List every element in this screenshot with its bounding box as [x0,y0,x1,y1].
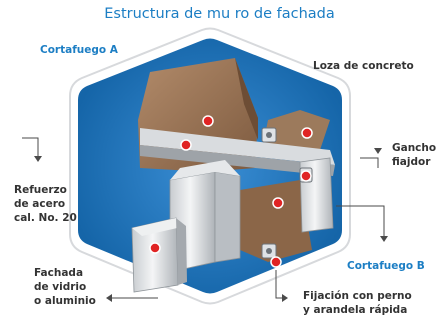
label-refuerzo: Refuerzo de acero cal. No. 20 [14,183,77,225]
label-gancho: Gancho fiajdor [392,141,436,169]
label-fijacion: Fijación con perno y arandela rápida [303,289,412,317]
label-fijacion-line1: Fijación con perno [303,290,412,302]
label-fachada-line3: o aluminio [34,295,96,307]
marker-refuerzo [180,139,192,151]
marker-cortafuego-b [272,197,284,209]
label-gancho-line1: Gancho [392,142,437,154]
label-gancho-line2: fiajdor [392,156,431,168]
leader-lines [22,137,388,302]
label-loza-concreto: Loza de concreto [313,60,414,72]
marker-gancho [300,170,312,182]
marker-fachada [149,242,161,254]
marker-cortafuego-a [202,115,214,127]
marker-loza-concreto [301,127,313,139]
steel-reinforcement-beam [140,128,335,176]
label-cortafuego-b: Cortafuego B [347,260,425,272]
label-refuerzo-line3: cal. No. 20 [14,212,77,224]
label-fachada: Fachada de vidrio o aluminio [34,266,96,308]
marker-fijacion [270,256,282,268]
label-cortafuego-a: Cortafuego A [40,44,118,56]
label-refuerzo-line2: de acero [14,198,66,210]
label-fijacion-line2: y arandela rápida [303,304,408,316]
marker-points [149,115,313,268]
label-refuerzo-line1: Refuerzo [14,184,67,196]
label-fachada-line2: de vidrio [34,281,87,293]
diagram-title: Estructura de mu ro de fachada [104,6,335,22]
label-fachada-line1: Fachada [34,267,84,279]
